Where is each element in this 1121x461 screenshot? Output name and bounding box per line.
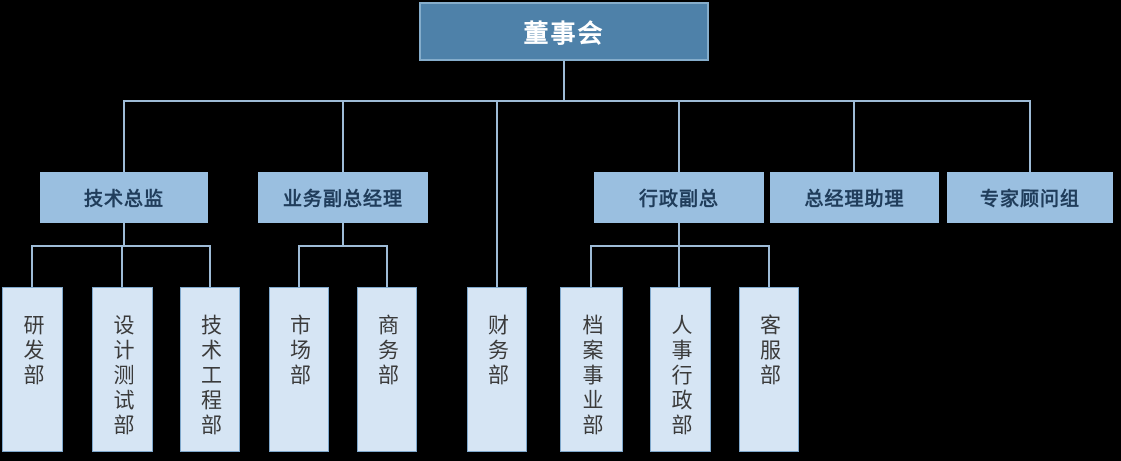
connector-root-stub (563, 61, 565, 101)
connector-admin-stub (678, 223, 680, 246)
org-node-label: 市场部 (287, 314, 311, 389)
connector-drop-business-deputy-gm (342, 100, 344, 172)
connector-drop-admin-deputy-gm (678, 100, 680, 172)
org-node-label: 董事会 (523, 19, 605, 48)
org-node-finance-dept: 财务部 (467, 287, 527, 452)
connector-drop-expert-advisory-group (1029, 100, 1031, 172)
connector-main-bus (123, 100, 1031, 102)
org-node-label: 研发部 (21, 314, 44, 389)
connector-drop-gm-assistant (853, 100, 855, 172)
connector-drop-design-testing-dept (121, 245, 123, 287)
connector-business-stub (342, 223, 344, 246)
org-node-design-testing-dept: 设计测试部 (92, 287, 153, 452)
org-node-label: 行政副总 (638, 189, 719, 210)
connector-drop-finance-dept (496, 100, 498, 287)
org-node-archives-dept: 档案事业部 (560, 287, 623, 452)
connector-drop-tech-engineering-dept (209, 245, 211, 287)
connector-admin-bus (590, 245, 770, 247)
org-node-customer-service-dept: 客服部 (739, 287, 799, 452)
org-node-label: 业务副总经理 (282, 189, 403, 210)
org-node-label: 总经理助理 (804, 189, 905, 210)
org-node-admin-deputy-gm: 行政副总 (594, 172, 764, 223)
org-node-board-of-directors: 董事会 (419, 2, 709, 61)
org-node-label: 财务部 (485, 314, 509, 389)
org-node-label: 技术总监 (83, 189, 164, 210)
org-node-commerce-dept: 商务部 (357, 287, 417, 452)
org-node-label: 人事行政部 (669, 314, 692, 439)
org-node-gm-assistant: 总经理助理 (770, 172, 939, 223)
org-node-hr-admin-dept: 人事行政部 (650, 287, 711, 452)
org-node-label: 商务部 (375, 314, 399, 389)
connector-drop-commerce-dept (386, 245, 388, 287)
connector-tech-stub (123, 223, 125, 246)
org-node-rd-dept: 研发部 (2, 287, 63, 452)
connector-drop-hr-admin-dept (678, 245, 680, 287)
org-node-label: 专家顾问组 (979, 189, 1080, 210)
org-node-business-deputy-gm: 业务副总经理 (258, 172, 428, 223)
org-node-tech-director: 技术总监 (40, 172, 208, 223)
connector-drop-marketing-dept (298, 245, 300, 287)
connector-drop-archives-dept (590, 245, 592, 287)
connector-business-bus (298, 245, 388, 247)
org-node-label: 设计测试部 (111, 314, 134, 439)
connector-drop-tech-director (123, 100, 125, 172)
org-node-label: 客服部 (757, 314, 781, 389)
connector-drop-customer-service-dept (768, 245, 770, 287)
org-node-label: 档案事业部 (580, 314, 603, 439)
org-node-tech-engineering-dept: 技术工程部 (180, 287, 240, 452)
connector-drop-rd-dept (31, 245, 33, 287)
org-node-label: 技术工程部 (198, 314, 222, 439)
org-node-marketing-dept: 市场部 (269, 287, 329, 452)
org-node-expert-advisory-group: 专家顾问组 (947, 172, 1113, 223)
